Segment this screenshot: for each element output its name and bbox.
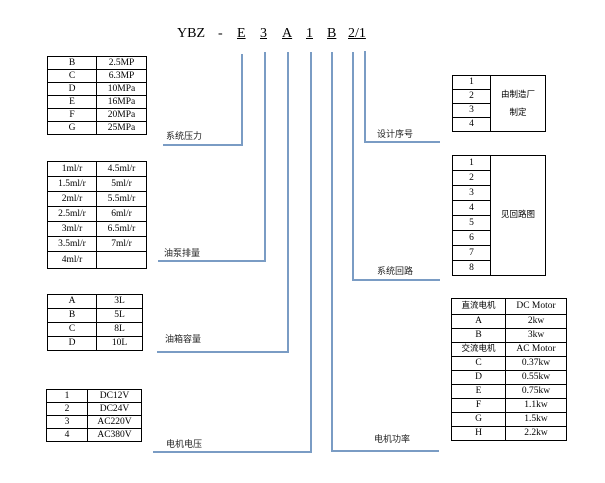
connector-voltage-h <box>153 451 312 453</box>
label-power: 电机功率 <box>374 435 411 445</box>
code-circuit-design: 2/1 <box>348 26 366 41</box>
connector-tank-v <box>287 52 289 353</box>
code-voltage: 1 <box>306 26 313 41</box>
table-row: 4 <box>452 117 546 132</box>
connector-power-h <box>331 450 439 452</box>
label-voltage: 电机电压 <box>166 440 203 450</box>
connector-pressure-v <box>241 54 243 146</box>
label-design: 设计序号 <box>377 130 414 140</box>
connector-displacement-h <box>158 260 266 262</box>
connector-voltage-v <box>310 52 312 453</box>
table-row: 4ml/r <box>47 251 147 269</box>
design-note: 由制造厂制定 <box>490 75 546 132</box>
connector-design-v <box>364 51 366 143</box>
circuit-note: 见回路图 <box>490 155 546 276</box>
design-table: 1 由制造厂制定 2 3 4 <box>452 75 546 132</box>
code-pressure: E <box>237 26 246 41</box>
connector-tank-h <box>157 351 289 353</box>
table-row: 1 见回路图 <box>452 155 546 276</box>
table-row: 1 由制造厂制定 <box>452 75 546 132</box>
connector-power-v <box>331 52 333 452</box>
model-prefix: YBZ <box>177 26 205 41</box>
model-dash: - <box>218 26 223 41</box>
circuit-table: 1 见回路图 2 3 4 5 6 7 8 <box>452 155 546 276</box>
code-tank: A <box>282 26 293 41</box>
connector-displacement-v <box>264 52 266 262</box>
code-power: B <box>327 26 337 41</box>
connector-circuit-h <box>352 279 440 281</box>
label-pressure: 系统压力 <box>166 132 203 142</box>
connector-circuit-v <box>352 52 354 281</box>
label-circuit: 系统回路 <box>377 267 414 277</box>
connector-pressure-h <box>163 144 243 146</box>
label-displacement: 油泵排量 <box>164 249 201 259</box>
table-row: 8 <box>452 260 546 276</box>
connector-design-h <box>364 141 440 143</box>
code-displacement: 3 <box>260 26 267 41</box>
label-tank: 油箱容量 <box>165 335 202 345</box>
